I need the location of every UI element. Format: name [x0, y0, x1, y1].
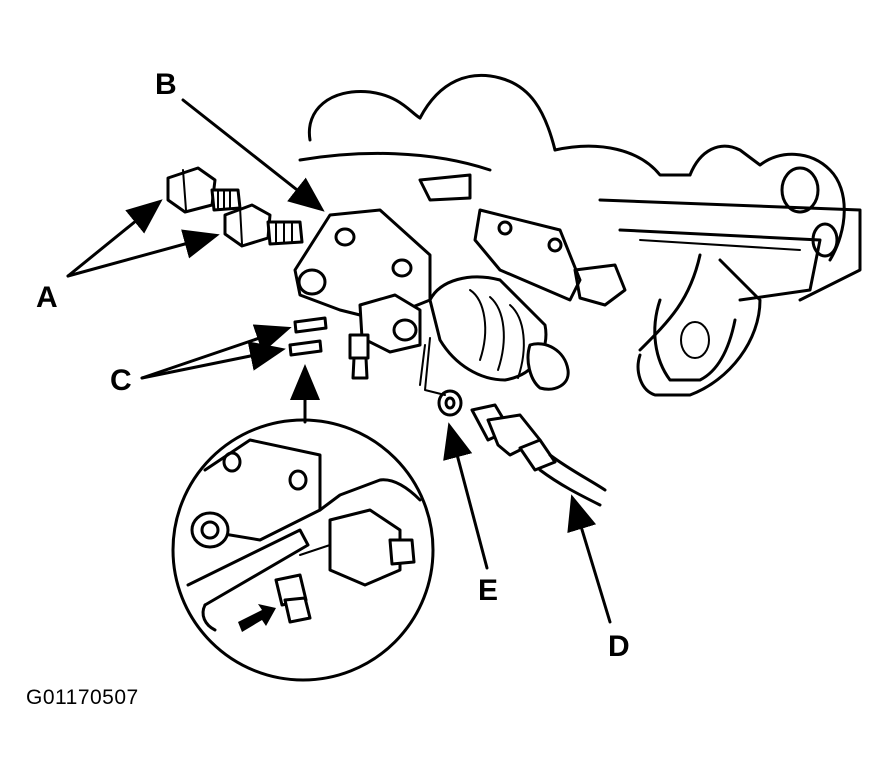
callout-label-d: D — [608, 630, 630, 663]
callout-label-b: B — [155, 68, 177, 101]
slave-cylinder — [293, 208, 570, 391]
callout-label-e: E — [478, 574, 499, 607]
callout-label-c: C — [110, 364, 132, 397]
transmission-housing — [298, 73, 862, 397]
dowel-pins — [288, 316, 328, 357]
mounting-bolts — [166, 166, 304, 248]
callout-arrows — [66, 98, 612, 624]
figure-id: G01170507 — [26, 686, 139, 709]
bleeder-detail-inset — [171, 418, 435, 682]
leader-line — [419, 344, 426, 386]
callout-label-a: A — [36, 281, 58, 314]
sealing-washer — [437, 389, 463, 417]
